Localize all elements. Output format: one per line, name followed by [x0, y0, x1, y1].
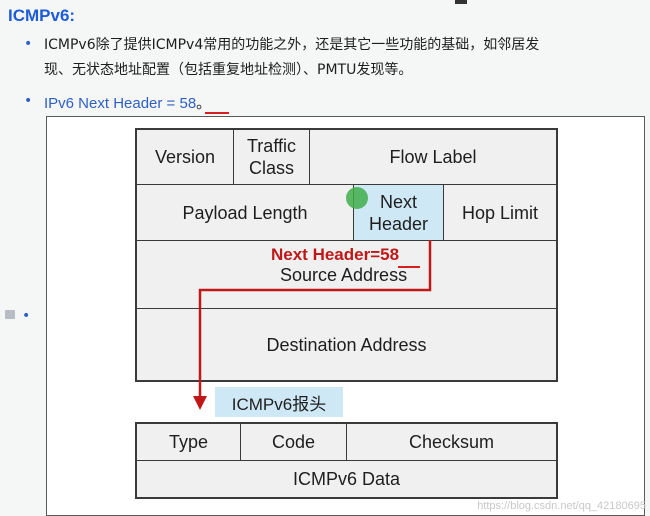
hop-limit-field: Hop Limit: [443, 184, 557, 241]
version-field-label: Version: [154, 147, 216, 167]
value-underline: [205, 112, 229, 114]
flow-label-field-label: Flow Label: [389, 147, 477, 167]
next-header-annotation-value: 58: [380, 245, 400, 264]
flow-label-field: Flow Label: [309, 129, 557, 185]
traffic-class-field-label: Traffic Class: [246, 136, 296, 178]
arrow-head-icon: [193, 396, 207, 410]
next-header-line: IPv6 Next Header = 58。: [44, 92, 211, 113]
source-address-label: Source Address: [280, 265, 408, 285]
next-header-line-suffix: 。: [196, 95, 212, 112]
side-handle-icon: [5, 310, 15, 319]
bullet-1: •: [24, 36, 33, 52]
type-field: Type: [136, 423, 241, 461]
payload-length-field: Payload Length: [136, 184, 354, 241]
watermark: https://blog.csdn.net/qq_42180695: [477, 500, 646, 512]
top-edge-mark: [455, 0, 467, 4]
description-paragraph: ICMPv6除了提供ICMPv4常用的功能之外，还是其它一些功能的基础，如邻居发…: [44, 33, 634, 83]
description-line-2: 现、无状态地址配置（包括重复地址检测）、PMTU发现等。: [44, 62, 413, 78]
payload-length-field-label: Payload Length: [182, 202, 308, 223]
destination-address-field-label: Destination Address: [266, 334, 427, 355]
pointer-dot-icon: [346, 187, 368, 209]
next-header-line-value: 58: [179, 95, 197, 112]
page-title: ICMPv6:: [8, 6, 76, 25]
type-field-label: Type: [168, 432, 209, 452]
annotation-underline: [398, 266, 420, 268]
next-header-field-label: Next Header: [368, 191, 429, 234]
ipv6-header-border: [135, 128, 558, 382]
checksum-field-label: Checksum: [408, 432, 495, 452]
next-header-annotation: Next Header=58: [271, 245, 399, 265]
next-header-annotation-prefix: Next Header=: [271, 245, 381, 264]
icmpv6-data-field-label: ICMPv6 Data: [292, 469, 401, 489]
destination-address-field: Destination Address: [136, 308, 557, 381]
description-line-1: ICMPv6除了提供ICMPv4常用的功能之外，还是其它一些功能的基础，如邻居发: [44, 37, 540, 53]
icmpv6-header-border: [135, 422, 558, 499]
next-header-field: Next Header: [353, 184, 444, 241]
icmpv6-header-tag: ICMPv6报头: [215, 387, 343, 417]
next-header-line-prefix: IPv6 Next Header =: [44, 95, 180, 112]
code-field-label: Code: [271, 432, 316, 452]
arrow-line: [198, 240, 432, 398]
bullet-2: •: [24, 93, 33, 109]
code-field: Code: [240, 423, 347, 461]
bullet-3: •: [22, 308, 31, 324]
hop-limit-field-label: Hop Limit: [461, 202, 539, 223]
